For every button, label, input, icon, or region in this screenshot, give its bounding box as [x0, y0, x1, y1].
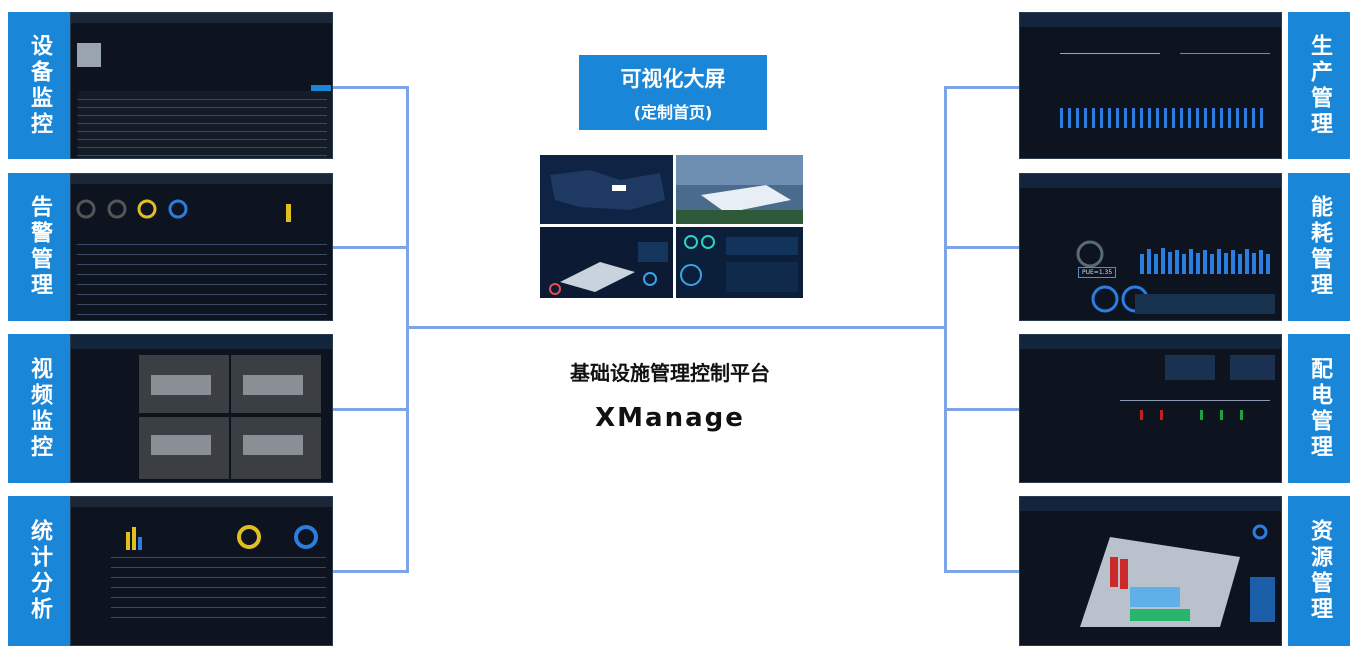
connector-left-3 [333, 408, 409, 411]
visual-dashboard-box[interactable]: 可视化大屏 (定制首页) [579, 55, 767, 130]
dashboard-thumb-monitoring [676, 227, 803, 298]
platform-name: 基础设施管理控制平台 [570, 361, 770, 385]
tag-device-monitoring[interactable]: 设备监控 [8, 12, 70, 159]
power-distribution-graphic [1120, 355, 1275, 420]
tag-resource-management[interactable]: 资源管理 [1288, 496, 1350, 646]
dashboard-thumb-map [540, 155, 673, 224]
tag-production-management[interactable]: 生产管理 [1288, 12, 1350, 159]
device-monitoring-graphic [77, 43, 332, 158]
dashboard-thumb-building [676, 155, 803, 224]
tag-power-distribution-management[interactable]: 配电管理 [1288, 334, 1350, 483]
visual-dashboard-title: 可视化大屏 [620, 67, 726, 91]
resource-3d-graphic [1080, 524, 1275, 627]
device-monitoring-screenshot [70, 12, 333, 159]
statistical-analysis-screenshot [70, 496, 333, 646]
tag-alarm-management[interactable]: 告警管理 [8, 173, 70, 321]
connector-left-1 [333, 86, 409, 89]
connector-right-4 [944, 570, 1019, 573]
video-monitoring-screenshot [70, 334, 333, 483]
energy-management-screenshot: PUE=1.35 [1019, 173, 1282, 321]
energy-graphic [1076, 240, 1275, 314]
resource-management-screenshot [1019, 496, 1282, 646]
visual-dashboard-subtitle: (定制首页) [633, 103, 713, 122]
connector-left-vertical [406, 86, 409, 573]
connector-right-3 [944, 408, 1019, 411]
connector-right-vertical [944, 86, 947, 573]
alarm-management-screenshot [70, 173, 333, 321]
video-grid-graphic [139, 355, 321, 479]
pue-readout: PUE=1.35 [1078, 267, 1117, 278]
alarm-gauges-graphic [76, 199, 327, 315]
connector-center-horizontal [406, 326, 947, 329]
production-management-screenshot [1019, 12, 1282, 159]
product-name: XManage [595, 403, 745, 433]
power-distribution-screenshot [1019, 334, 1282, 483]
tag-energy-management[interactable]: 能耗管理 [1288, 173, 1350, 321]
connector-right-1 [944, 86, 1019, 89]
connector-left-2 [333, 246, 409, 249]
production-bars-graphic [1060, 53, 1270, 128]
connector-left-4 [333, 570, 409, 573]
connector-right-2 [944, 246, 1019, 249]
tag-video-monitoring[interactable]: 视频监控 [8, 334, 70, 483]
statistics-graphic [111, 525, 326, 618]
dashboard-thumb-datacenter [540, 227, 673, 298]
tag-statistical-analysis[interactable]: 统计分析 [8, 496, 70, 646]
